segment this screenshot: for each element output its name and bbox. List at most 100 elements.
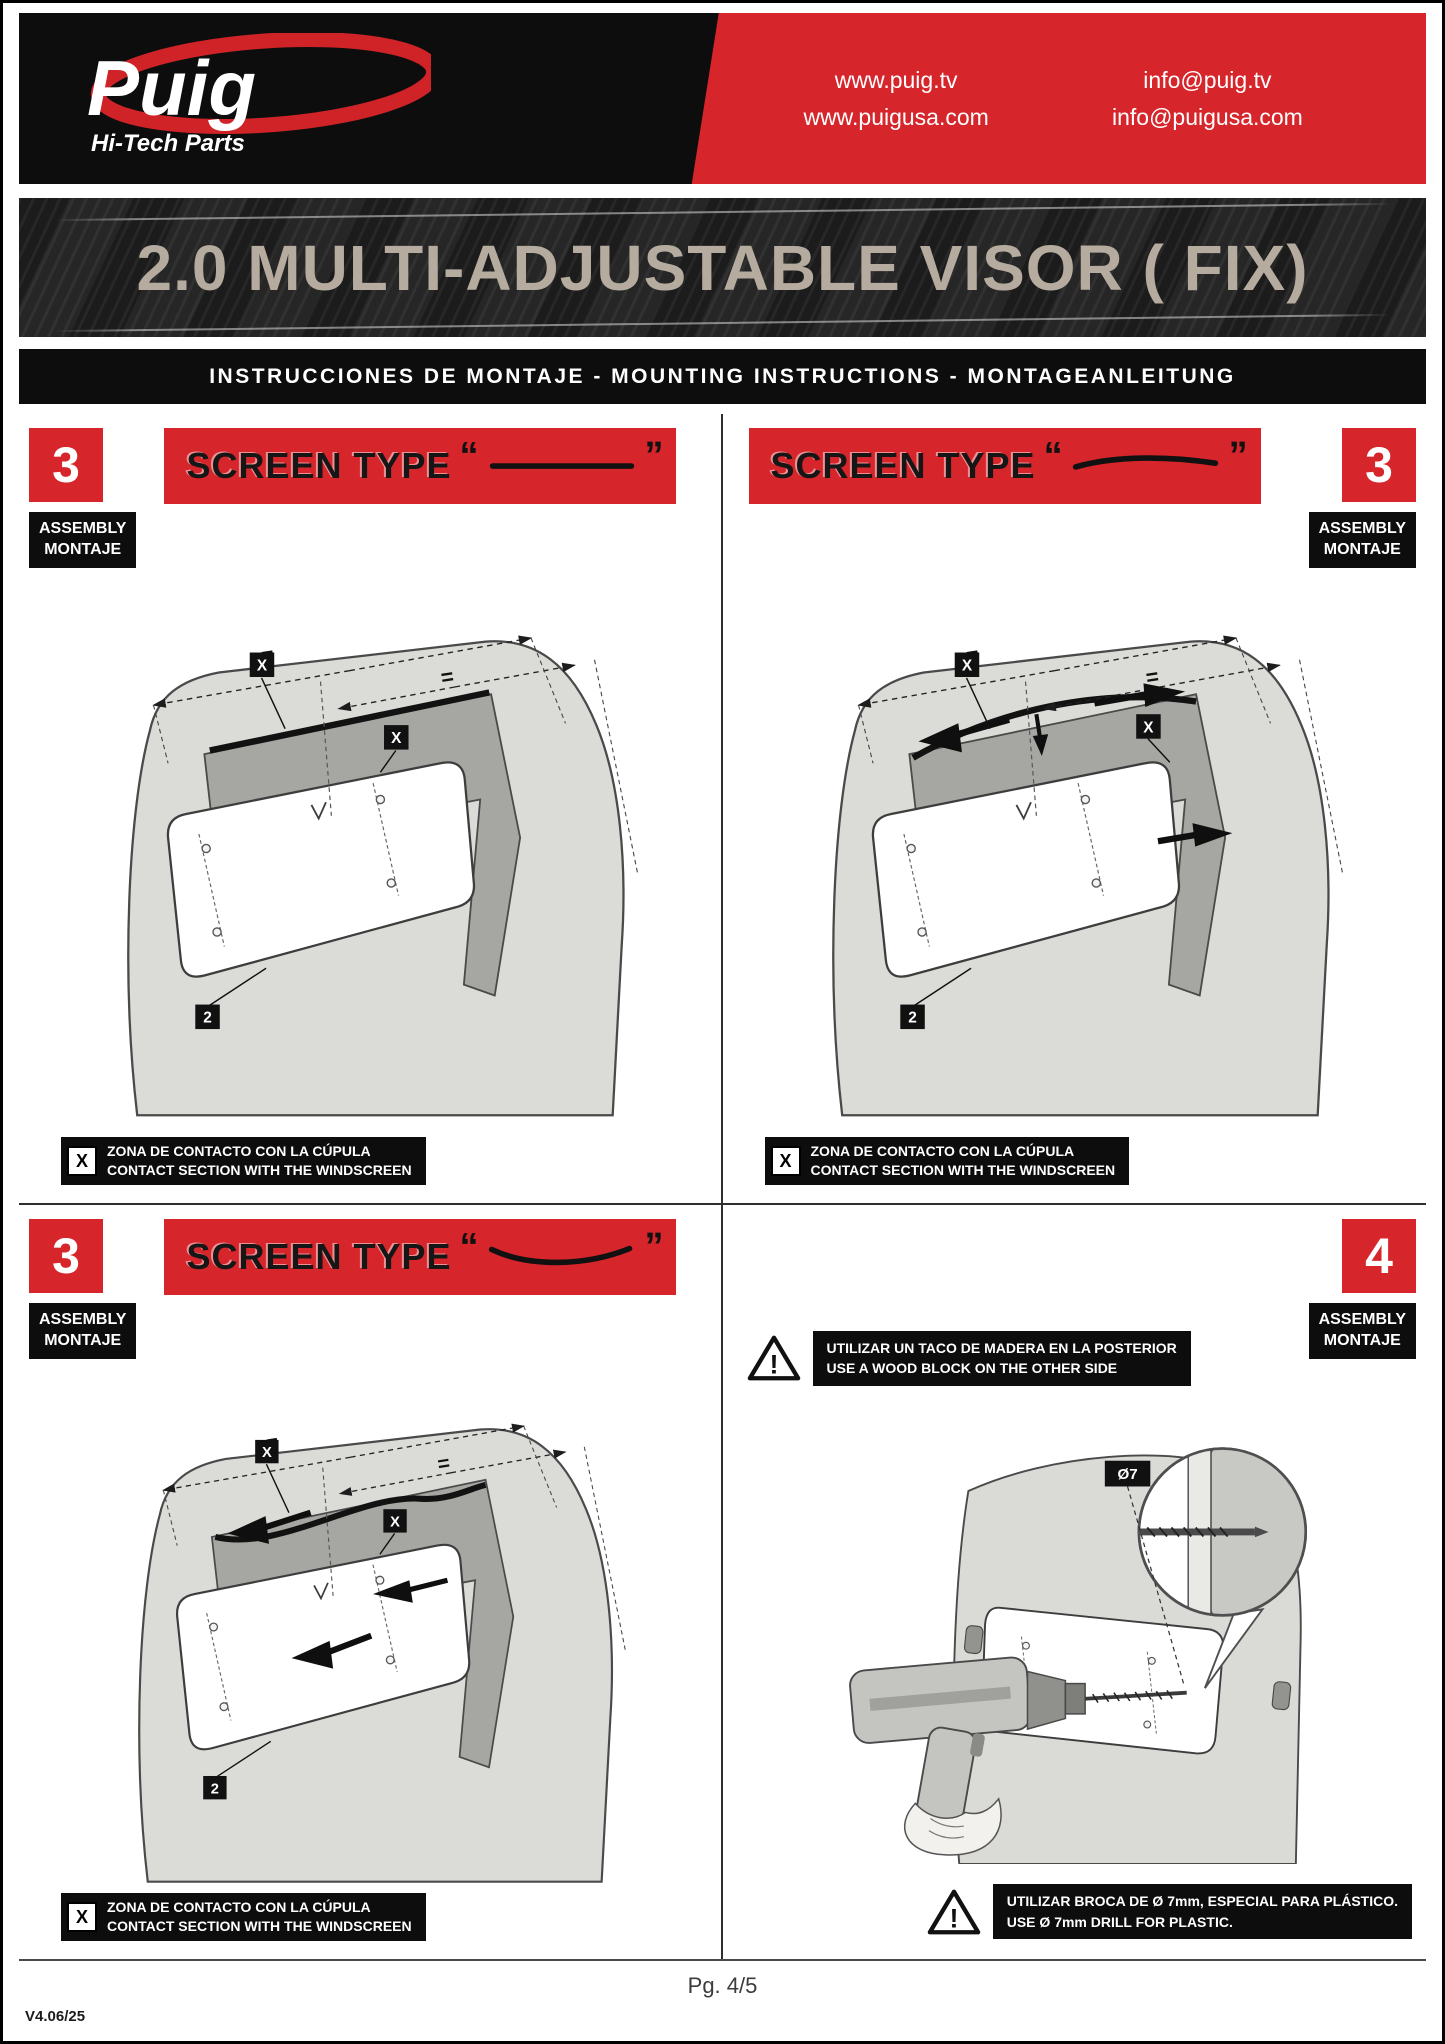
projection-line bbox=[857, 704, 874, 763]
x-marker-box bbox=[249, 652, 275, 677]
contact-zone-note: X ZONA DE CONTACTO CON LA CÚPULA CONTACT… bbox=[61, 1893, 426, 1941]
close-quote: ” bbox=[1228, 434, 1248, 477]
puig-logo: Puig Hi-Tech Parts bbox=[87, 33, 431, 157]
x-legend-chip: X bbox=[67, 1902, 97, 1933]
illustration-curved-screen: = = X X bbox=[831, 635, 1344, 1116]
center-guide-line bbox=[1024, 681, 1037, 816]
x-marker-label: X bbox=[262, 1445, 272, 1461]
x-marker-label: X bbox=[391, 730, 402, 747]
contact-zone-note: X ZONA DE CONTACTO CON LA CÚPULA CONTACT… bbox=[61, 1137, 426, 1185]
mount-pad bbox=[963, 1624, 984, 1654]
step-number-badge: 3 bbox=[29, 428, 103, 502]
dimension-line bbox=[1159, 662, 1281, 688]
assembly-label-es: MONTAJE bbox=[1323, 540, 1401, 558]
center-guide-line bbox=[322, 1467, 334, 1596]
projection-line bbox=[523, 1425, 558, 1508]
part2-marker-label: 2 bbox=[908, 1009, 917, 1026]
drill bbox=[848, 1656, 1187, 1823]
projection-line bbox=[163, 1489, 178, 1546]
marker-leader-line bbox=[965, 677, 991, 729]
dimension-line bbox=[451, 1449, 567, 1474]
screw-hole bbox=[375, 1575, 385, 1585]
header: Puig Hi-Tech Parts www.puig.tv www.puigu… bbox=[19, 13, 1426, 184]
close-quote: ” bbox=[644, 434, 664, 477]
marker-leader-line bbox=[912, 967, 972, 1007]
part2-marker-box bbox=[203, 1775, 227, 1799]
equal-mark: = bbox=[439, 663, 455, 690]
adjustment-arrows bbox=[918, 682, 1233, 847]
warning-drill-en: USE Ø 7mm DRILL FOR PLASTIC. bbox=[1006, 1913, 1233, 1930]
x-legend-chip: X bbox=[770, 1146, 801, 1177]
instruction-grid: 3 ASSEMBLY MONTAJE SCREEN TYPE “ ” bbox=[19, 414, 1426, 1959]
contact-note-en: CONTACT SECTION WITH THE WINDSCREEN bbox=[810, 1162, 1116, 1179]
contact-note-es: ZONA DE CONTACTO CON LA CÚPULA bbox=[107, 1899, 371, 1916]
screw-hole bbox=[201, 843, 212, 853]
illustration-flat-screen: = = X X 2 bbox=[127, 635, 639, 1116]
screw-hole bbox=[906, 843, 916, 853]
panel-step4-drilling: ! UTILIZAR UN TACO DE MADERA EN LA POSTE… bbox=[723, 1205, 1427, 1959]
screw-hole bbox=[209, 1622, 219, 1632]
part2-marker-label: 2 bbox=[203, 1009, 212, 1026]
part2-marker-box bbox=[900, 1004, 925, 1029]
panel-step3-flat-screen: 3 ASSEMBLY MONTAJE SCREEN TYPE “ ” bbox=[19, 414, 723, 1205]
contact-note-es: ZONA DE CONTACTO CON LA CÚPULA bbox=[107, 1143, 371, 1160]
email-link-2[interactable]: info@puigusa.com bbox=[1111, 103, 1303, 130]
logo-swoosh-icon bbox=[90, 33, 431, 135]
x-marker-label: X bbox=[257, 657, 268, 674]
marker-leader-line bbox=[1147, 737, 1171, 763]
assembly-label-en: ASSEMBLY bbox=[39, 520, 127, 537]
version-label: V4.06/25 bbox=[25, 2008, 86, 2025]
page-number: Pg. 4/5 bbox=[687, 1973, 758, 1998]
screw-hole bbox=[1091, 877, 1101, 888]
panel-step3-curved-screen: SCREEN TYPE “ ” 3 ASSEMBLY MONTAJE bbox=[722, 414, 1426, 1205]
x-marker-box bbox=[954, 652, 979, 677]
visor-shape bbox=[167, 760, 476, 978]
assembly-label-en: ASSEMBLY bbox=[39, 1311, 127, 1328]
warning-wood-en: USE A WOOD BLOCK ON THE OTHER SIDE bbox=[826, 1360, 1118, 1377]
assembly-label-en: ASSEMBLY bbox=[1318, 520, 1406, 537]
assembly-label-es: MONTAJE bbox=[44, 540, 122, 558]
website-link-2[interactable]: www.puigusa.com bbox=[803, 103, 989, 130]
hole-guide-line bbox=[903, 833, 930, 947]
drill-bit-tip bbox=[1254, 1526, 1269, 1537]
screen-type-label: SCREEN TYPE bbox=[186, 445, 452, 486]
page-footer: Pg. 4/5 V4.06/25 bbox=[19, 1959, 1426, 2041]
email-link-1[interactable]: info@puig.tv bbox=[1143, 66, 1272, 93]
step-number-badge: 4 bbox=[1342, 1219, 1416, 1293]
dimension-line bbox=[350, 1423, 526, 1458]
adjustment-arrows bbox=[227, 1509, 449, 1669]
x-legend-chip: X bbox=[67, 1146, 97, 1177]
step-number-badge: 3 bbox=[1342, 428, 1416, 502]
screen-type-label: SCREEN TYPE bbox=[186, 1236, 452, 1277]
x-marker-box bbox=[255, 1439, 279, 1463]
diameter-label: Ø7 bbox=[1117, 1465, 1137, 1482]
mount-pad bbox=[1271, 1680, 1291, 1710]
screw-hole bbox=[219, 1701, 229, 1711]
dimension-line bbox=[856, 669, 1055, 708]
step-number-badge: 3 bbox=[29, 1219, 103, 1293]
marker-leader-line bbox=[379, 1532, 396, 1555]
dimension-line bbox=[349, 635, 533, 671]
diameter-leader-line bbox=[1126, 1485, 1185, 1687]
screen-type-banner: SCREEN TYPE “ ” bbox=[164, 428, 677, 504]
assembly-label: ASSEMBLY MONTAJE bbox=[1308, 512, 1416, 568]
hand-fingers bbox=[928, 1817, 964, 1839]
equal-mark: = bbox=[1144, 663, 1160, 690]
marker-leader-line bbox=[207, 967, 267, 1007]
marker-leader-line bbox=[380, 749, 397, 773]
x-marker-box bbox=[384, 724, 409, 750]
website-link-1[interactable]: www.puig.tv bbox=[834, 66, 958, 93]
brand-tagline: Hi-Tech Parts bbox=[91, 130, 245, 157]
x-marker-label: X bbox=[1143, 719, 1154, 736]
screw-hole bbox=[375, 794, 386, 804]
projection-line bbox=[1298, 659, 1344, 876]
dimension-line bbox=[162, 1456, 351, 1493]
screen-type-banner: SCREEN TYPE “ ” bbox=[164, 1219, 677, 1295]
warning-drill-es: UTILIZAR BROCA DE Ø 7mm, ESPECIAL PARA P… bbox=[1006, 1893, 1398, 1910]
close-quote: ” bbox=[644, 1225, 664, 1268]
magnifier-rim bbox=[1137, 1446, 1307, 1617]
dimension-line bbox=[1054, 635, 1238, 671]
warning-triangle-icon: ! bbox=[927, 1889, 981, 1935]
visor-notch bbox=[313, 1582, 329, 1600]
